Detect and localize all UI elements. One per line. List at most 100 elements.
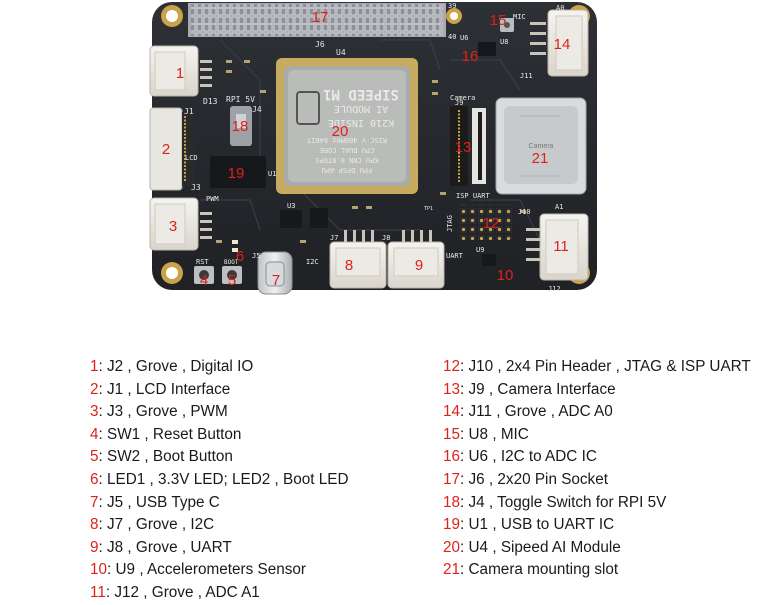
legend-item: 15: U8 , MIC: [443, 424, 751, 447]
silk-rst: RST: [196, 258, 209, 266]
grove-j12: [539, 213, 589, 281]
silk-camera: Camera: [450, 94, 475, 102]
adc-ic-u6: [478, 42, 496, 56]
module-line-1: SIPEED M1: [323, 86, 399, 102]
legend-item-number: 16: [443, 448, 461, 466]
ic-near-u3: [310, 208, 328, 228]
silk-uart: UART: [446, 252, 464, 260]
legend-item-number: 10: [90, 561, 108, 579]
callout-18: 18: [232, 118, 249, 135]
silk-u8: U8: [500, 38, 508, 46]
legend-item: 16: U6 , I2C to ADC IC: [443, 446, 751, 469]
legend-item-text: : J2 , Grove , Digital IO: [98, 358, 254, 375]
callout-3: 3: [169, 218, 177, 235]
callout-9: 9: [415, 257, 423, 274]
silk-i2c: I2C: [306, 258, 319, 266]
legend-item-number: 3: [90, 403, 99, 421]
callout-5: 5: [228, 272, 236, 289]
legend-item-text: : J9 , Camera Interface: [460, 380, 616, 398]
legend-item: 17: J6 , 2x20 Pin Socket: [443, 469, 751, 492]
silk-d13: D13: [203, 97, 218, 106]
silk-pwm: PWM: [206, 195, 219, 203]
legend-item: 18: J4 , Toggle Switch for RPI 5V: [443, 492, 751, 515]
callout-12: 12: [483, 215, 500, 232]
sipeed-logo: [296, 91, 320, 125]
legend-item-number: 4: [90, 425, 99, 443]
grove-j7: [329, 241, 387, 289]
module-line-7: FPU DPSP APU: [322, 166, 373, 174]
module-line-6: KPU CNN 0.8TOPS: [315, 156, 378, 164]
legend-item-text: : J7 , Grove , I2C: [98, 516, 215, 534]
accelerometer-u9: [482, 254, 496, 266]
legend-item-text: : SW1 , Reset Button: [98, 425, 242, 443]
legend-item-number: 1: [90, 358, 99, 375]
legend-item: 5: SW2 , Boot Button: [90, 446, 349, 469]
sipeed-module-u4: FPU DPSP APU KPU CNN 0.8TOPS CPU DUAL CO…: [276, 58, 418, 194]
legend-item: 2: J1 , LCD Interface: [90, 379, 349, 402]
callout-14: 14: [554, 36, 571, 53]
callout-21: 21: [532, 150, 549, 167]
leds: [232, 240, 238, 252]
legend-item: 19: U1 , USB to UART IC: [443, 514, 751, 537]
legend-item-number: 15: [443, 425, 461, 443]
callout-17: 17: [312, 9, 329, 26]
silk-mic: MIC: [513, 13, 526, 21]
grove-j8: [387, 241, 445, 289]
callout-19: 19: [228, 165, 245, 182]
camera-connector-j9: [450, 106, 486, 186]
boot-button-sw2: [222, 266, 242, 284]
callout-1: 1: [176, 65, 184, 82]
module-line-5: CPU DUAL CORE: [320, 146, 375, 154]
legend-item-number: 18: [443, 493, 461, 511]
lcd-connector-j1: [149, 107, 194, 191]
legend-item: 3: J3 , Grove , PWM: [90, 401, 349, 424]
grove-j3: [149, 197, 199, 251]
callout-15: 15: [490, 12, 507, 29]
legend-item-text: : U6 , I2C to ADC IC: [460, 448, 597, 466]
silk-j10: J10: [518, 208, 531, 216]
silk-j1: J1: [184, 107, 194, 116]
legend-item-number: 19: [443, 516, 461, 534]
callout-8: 8: [345, 257, 353, 274]
legend-item-text: : J8 , Grove , UART: [98, 538, 232, 556]
grove-j2: [149, 45, 199, 97]
legend-left-column: 1: J2 , Grove , Digital IO 2: J1 , LCD In…: [90, 356, 349, 605]
reset-button-sw1: [194, 266, 214, 284]
silk-jtag: JTAG: [446, 215, 454, 232]
legend-item-number: 11: [90, 583, 106, 601]
legend-item-number: 2: [90, 380, 99, 398]
legend-item-number: 5: [90, 448, 99, 466]
silk-j12: J12: [548, 285, 561, 293]
legend-item-text: : J1 , LCD Interface: [98, 380, 231, 398]
ic-u3: [280, 210, 302, 228]
silk-rpi5v: RPI 5V: [226, 95, 255, 104]
legend-item: 12: J10 , 2x4 Pin Header , JTAG & ISP UA…: [443, 356, 751, 379]
legend-item-number: 14: [443, 403, 461, 421]
legend-item: 20: U4 , Sipeed AI Module: [443, 537, 751, 560]
callout-2: 2: [162, 141, 170, 158]
smd-components: [216, 60, 526, 243]
board-illustration: FPU DPSP APU KPU CNN 0.8TOPS CPU DUAL CO…: [149, 2, 597, 295]
legend-item-number: 17: [443, 470, 461, 488]
legend-item-number: 12: [443, 358, 461, 375]
silk-j7: J7: [330, 234, 338, 242]
silk-j9: J9: [455, 99, 463, 107]
usb-uart-ic-u1: [210, 156, 266, 188]
callout-13: 13: [455, 139, 472, 156]
legend-item-text: : J6 , 2x20 Pin Socket: [460, 470, 608, 488]
silk-j6: J6: [315, 40, 325, 49]
silk-j11: J11: [520, 72, 533, 80]
silk-j3: J3: [191, 183, 201, 192]
legend-item-text: : J12 , Grove , ADC A1: [105, 583, 260, 601]
legend-item-number: 6: [90, 470, 99, 488]
silk-lcd: LCD: [185, 154, 198, 162]
legend-item: 9: J8 , Grove , UART: [90, 537, 349, 560]
callout-4: 4: [200, 272, 208, 289]
legend-item: 21: Camera mounting slot: [443, 559, 751, 582]
silk-u9: U9: [476, 246, 484, 254]
silk-u3: U3: [287, 202, 295, 210]
component-legend: 1: J2 , Grove , Digital IO 2: J1 , LCD In…: [0, 356, 783, 601]
silk-tp1: TP1: [424, 206, 433, 212]
module-line-3: K210 INSIDE: [328, 117, 394, 128]
legend-item-text: : Camera mounting slot: [460, 561, 619, 579]
